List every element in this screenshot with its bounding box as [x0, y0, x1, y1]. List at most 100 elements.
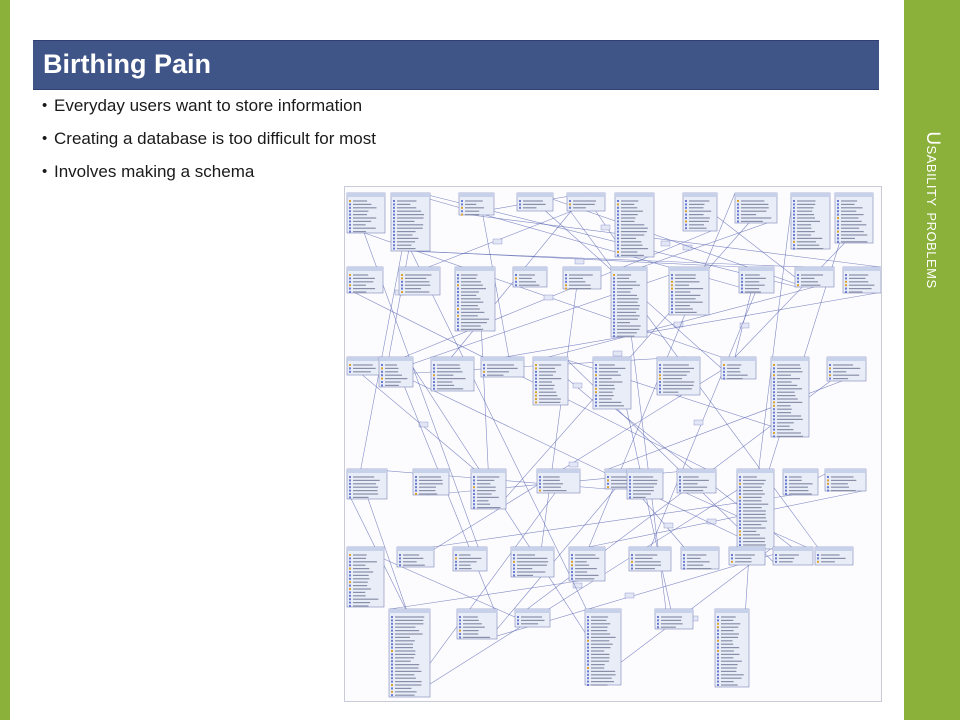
column-line — [353, 496, 369, 498]
column-line — [437, 367, 461, 369]
column-line — [419, 476, 442, 478]
column-key-icon — [723, 370, 725, 373]
column-line — [721, 616, 736, 618]
column-line — [663, 367, 695, 369]
column-line — [397, 241, 416, 243]
column-line — [833, 371, 847, 373]
column-line — [621, 214, 638, 216]
schema-table — [736, 468, 775, 550]
relation-line — [362, 374, 475, 470]
column-key-icon — [827, 476, 829, 478]
slide-title: Birthing Pain — [43, 49, 211, 79]
column-line — [459, 557, 482, 559]
column-key-icon — [685, 217, 687, 219]
column-key-icon — [683, 557, 685, 560]
column-line — [727, 371, 741, 373]
column-key-icon — [775, 557, 777, 560]
column-line — [397, 244, 412, 246]
column-key-icon — [565, 274, 567, 276]
column-line — [833, 374, 860, 376]
column-line — [635, 554, 658, 556]
column-line — [777, 398, 798, 400]
column-key-icon — [391, 670, 393, 673]
column-key-icon — [657, 616, 659, 618]
column-line — [621, 210, 643, 212]
column-key-icon — [617, 234, 619, 236]
column-key-icon — [535, 391, 537, 394]
column-key-icon — [617, 230, 619, 233]
column-key-icon — [457, 297, 459, 300]
schema-table-header — [739, 267, 774, 271]
column-line — [599, 395, 614, 397]
column-line — [841, 234, 868, 236]
column-key-icon — [737, 217, 739, 219]
column-line — [539, 395, 558, 397]
relation-line — [488, 468, 633, 640]
column-key-icon — [473, 499, 475, 502]
column-key-icon — [595, 398, 597, 400]
column-line — [741, 214, 757, 216]
column-line — [591, 664, 605, 666]
schema-table — [568, 546, 606, 582]
column-key-icon — [797, 284, 799, 287]
column-key-icon — [717, 626, 719, 629]
schema-table — [398, 266, 441, 296]
column-line — [797, 200, 816, 202]
schema-table — [826, 356, 867, 382]
column-key-icon — [659, 374, 661, 377]
column-key-icon — [571, 571, 573, 573]
column-line — [591, 653, 610, 655]
column-line — [689, 217, 710, 219]
column-key-icon — [617, 210, 619, 213]
column-key-icon — [349, 598, 351, 601]
column-key-icon — [773, 381, 775, 383]
column-key-icon — [717, 639, 719, 642]
relation-label — [739, 322, 750, 329]
column-key-icon — [349, 223, 351, 226]
column-line — [463, 616, 478, 618]
column-key-icon — [349, 367, 351, 370]
column-line — [777, 374, 791, 376]
column-key-icon — [613, 314, 615, 317]
column-line — [741, 203, 769, 205]
column-line — [611, 476, 627, 478]
column-key-icon — [513, 560, 515, 563]
column-line — [353, 554, 367, 556]
schema-table — [346, 546, 385, 608]
column-key-icon — [473, 506, 475, 509]
relation-label — [572, 582, 583, 589]
column-key-icon — [349, 554, 351, 556]
column-key-icon — [349, 210, 351, 213]
column-line — [463, 626, 485, 628]
column-line — [539, 398, 561, 400]
column-key-icon — [607, 476, 609, 478]
column-key-icon — [539, 482, 541, 485]
column-key-icon — [793, 217, 795, 219]
column-key-icon — [657, 626, 659, 629]
column-line — [849, 288, 872, 290]
relation-label — [660, 240, 671, 247]
column-line — [841, 231, 864, 233]
column-key-icon — [349, 280, 351, 283]
column-line — [797, 237, 823, 239]
column-key-icon — [393, 234, 395, 236]
column-key-icon — [349, 577, 351, 580]
column-key-icon — [571, 577, 573, 580]
column-line — [617, 318, 638, 320]
column-line — [683, 490, 704, 492]
relation-label — [492, 238, 503, 245]
column-key-icon — [433, 384, 435, 387]
column-line — [741, 210, 767, 212]
column-key-icon — [741, 277, 743, 280]
column-line — [849, 281, 869, 283]
column-key-icon — [349, 564, 351, 567]
column-key-icon — [785, 476, 787, 478]
column-key-icon — [349, 567, 351, 570]
column-key-icon — [631, 557, 633, 560]
column-line — [797, 244, 820, 246]
column-key-icon — [457, 318, 459, 321]
column-line — [599, 374, 621, 376]
column-key-icon — [817, 554, 819, 556]
relation-line — [574, 192, 736, 582]
column-line — [397, 217, 424, 219]
